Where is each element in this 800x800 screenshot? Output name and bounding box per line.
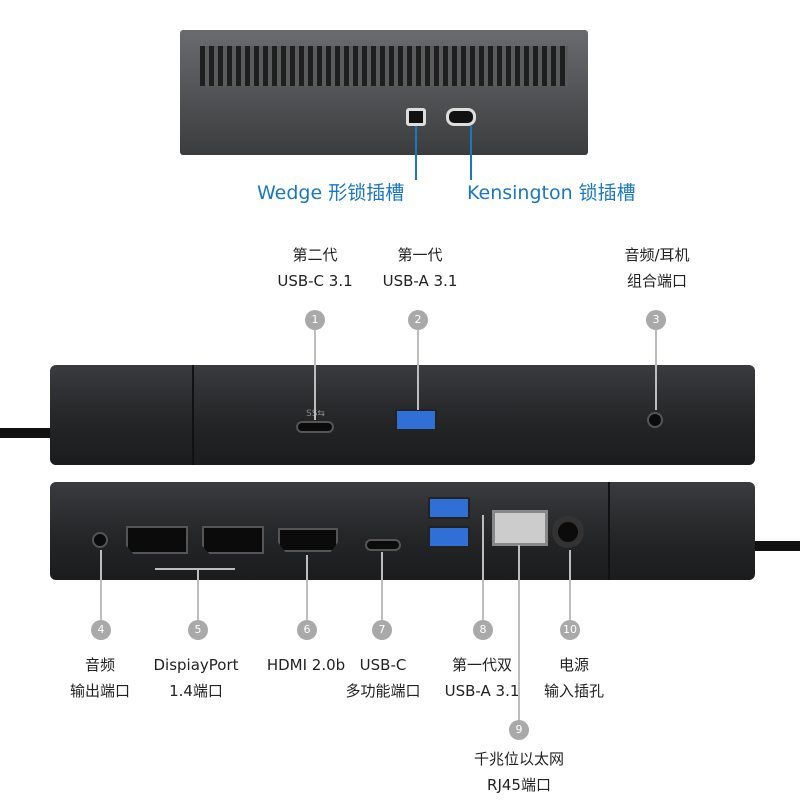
label-6: HDMI 2.0b bbox=[267, 652, 345, 678]
label-9-line1: 千兆位以太网 bbox=[473, 750, 565, 768]
wedge-pointer-line bbox=[415, 126, 417, 180]
kensington-lock-label: Kensington 锁插槽 bbox=[467, 182, 636, 204]
label-8-line2: USB-A 3.1 bbox=[444, 682, 520, 700]
audio-out-jack bbox=[92, 532, 108, 548]
front-usb-a-port bbox=[395, 409, 437, 431]
label-10: 电源输入插孔 bbox=[544, 652, 604, 704]
label-1-line1: 第二代 bbox=[292, 246, 338, 264]
label-2-line1: 第一代 bbox=[397, 246, 443, 264]
callout-1: 1 bbox=[305, 310, 325, 330]
cable-right bbox=[740, 541, 800, 551]
label-1: 第二代 USB-C 3.1 bbox=[277, 242, 352, 294]
front-audio-jack bbox=[647, 412, 663, 428]
label-7-line1: USB-C bbox=[359, 656, 407, 674]
callout-9: 9 bbox=[509, 720, 529, 740]
label-10-line2: 输入插孔 bbox=[543, 682, 605, 700]
kensington-lock-slot bbox=[446, 108, 476, 126]
pointer-8 bbox=[482, 515, 484, 625]
pointer-2 bbox=[417, 330, 419, 410]
usb-c-multi-port bbox=[365, 539, 401, 551]
label-5-line1: DispiayPort bbox=[153, 656, 239, 674]
usb-a-port-top bbox=[428, 497, 470, 519]
label-1-line2: USB-C 3.1 bbox=[277, 272, 353, 290]
pointer-7 bbox=[381, 552, 383, 625]
label-4-line2: 输出端口 bbox=[69, 682, 131, 700]
displayport-2 bbox=[202, 526, 264, 554]
pointer-9 bbox=[518, 545, 520, 725]
label-3-line1: 音频/耳机 bbox=[624, 246, 690, 264]
callout-6: 6 bbox=[297, 620, 317, 640]
vent-grille bbox=[200, 46, 568, 86]
label-10-line1: 电源 bbox=[558, 656, 590, 674]
label-5-line2: 1.4端口 bbox=[169, 682, 223, 700]
pointer-5-bracket bbox=[155, 568, 235, 570]
label-5: DispiayPort 1.4端口 bbox=[153, 652, 238, 704]
dock-top-view bbox=[180, 30, 588, 155]
wedge-lock-slot bbox=[406, 108, 426, 126]
label-4-line1: 音频 bbox=[84, 656, 116, 674]
dock-front: SS⇆ bbox=[50, 365, 755, 465]
pointer-5 bbox=[197, 568, 199, 625]
label-2: 第一代 USB-A 3.1 bbox=[383, 242, 458, 294]
back-divider bbox=[608, 482, 610, 580]
label-4: 音频输出端口 bbox=[70, 652, 130, 704]
label-8: 第一代双 USB-A 3.1 bbox=[445, 652, 520, 704]
label-7: USB-C 多功能端口 bbox=[345, 652, 420, 704]
label-8-line1: 第一代双 bbox=[451, 656, 513, 674]
callout-2: 2 bbox=[408, 310, 428, 330]
displayport-1 bbox=[126, 526, 188, 554]
kensington-pointer-line bbox=[470, 126, 472, 180]
wedge-lock-label: Wedge 形锁插槽 bbox=[257, 182, 405, 204]
pointer-4 bbox=[100, 550, 102, 625]
dock-back bbox=[50, 482, 755, 580]
label-3: 音频/耳机组合端口 bbox=[624, 242, 689, 294]
pointer-10 bbox=[569, 550, 571, 625]
pointer-1 bbox=[314, 330, 316, 420]
front-usb-c-port bbox=[296, 421, 334, 433]
callout-10: 10 bbox=[560, 620, 580, 640]
pointer-3 bbox=[655, 330, 657, 410]
label-6-line1: HDMI 2.0b bbox=[266, 656, 346, 674]
front-divider bbox=[192, 365, 194, 465]
label-2-line2: USB-A 3.1 bbox=[382, 272, 458, 290]
hdmi-port bbox=[278, 528, 338, 552]
pointer-6 bbox=[306, 555, 308, 625]
usb-a-port-bottom bbox=[428, 526, 470, 548]
label-7-line2: 多功能端口 bbox=[345, 682, 421, 700]
label-9: 千兆位以太网 RJ45端口 bbox=[474, 746, 564, 798]
callout-4: 4 bbox=[91, 620, 111, 640]
rj45-port bbox=[492, 510, 548, 546]
power-jack bbox=[552, 516, 584, 548]
label-9-line2: RJ45端口 bbox=[487, 776, 551, 794]
callout-5: 5 bbox=[188, 620, 208, 640]
cable-left bbox=[0, 428, 60, 438]
callout-8: 8 bbox=[473, 620, 493, 640]
callout-7: 7 bbox=[372, 620, 392, 640]
label-3-line2: 组合端口 bbox=[626, 272, 687, 290]
callout-3: 3 bbox=[646, 310, 666, 330]
